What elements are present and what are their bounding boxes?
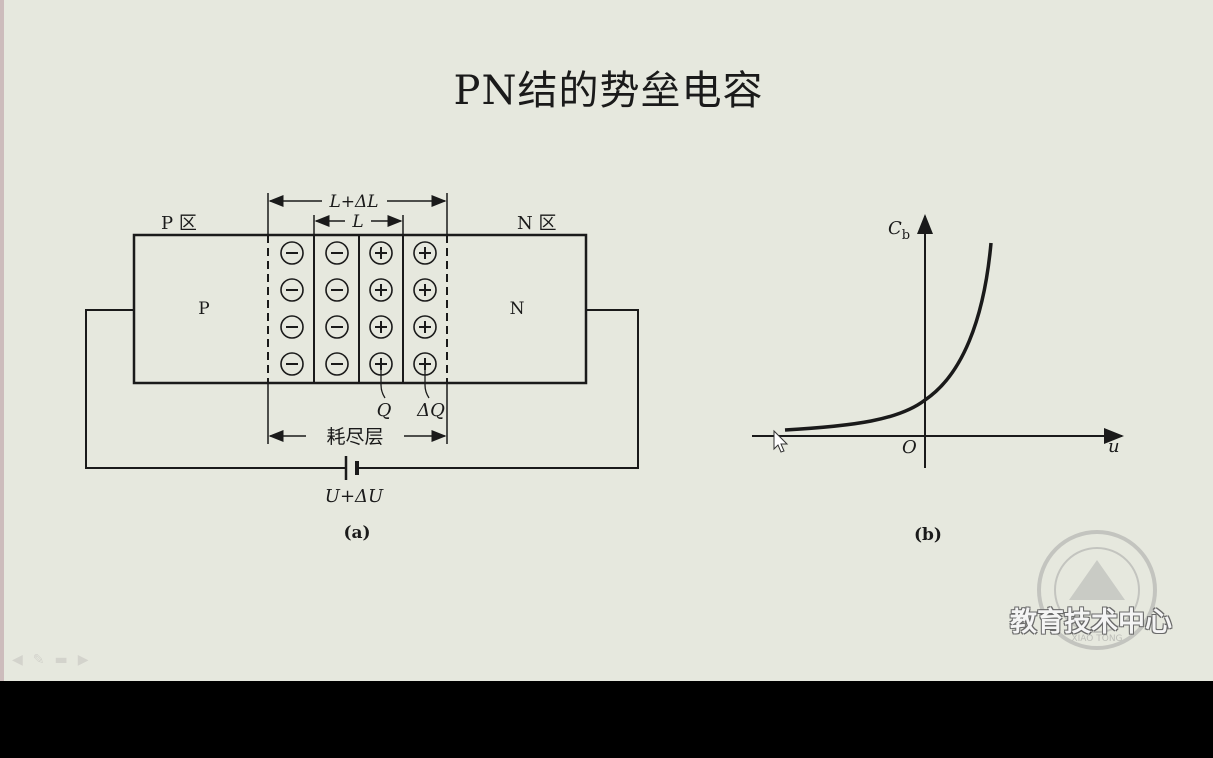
left-edge — [0, 0, 4, 681]
y-axis-label-subscript: b — [902, 228, 910, 243]
caption-b: (b) — [914, 525, 942, 545]
positive-ion-icon — [369, 278, 393, 302]
depletion-layer-label: 耗尽层 — [326, 426, 383, 448]
p-label: P — [198, 299, 209, 319]
negative-ion-icon — [280, 278, 304, 302]
arrow-right-icon[interactable]: ▶ — [77, 652, 99, 668]
negative-ion-icon — [280, 352, 304, 376]
n-region-label: N 区 — [517, 213, 556, 234]
mouse-cursor-icon — [773, 429, 789, 453]
negative-ion-icon — [280, 315, 304, 339]
positive-ion-icon — [413, 315, 437, 339]
circuit-wire-right — [357, 309, 639, 469]
ion-grid — [280, 241, 437, 376]
y-axis-label-main: C — [888, 218, 902, 239]
capacitance-curve — [784, 242, 993, 432]
x-axis-label: u — [1108, 436, 1120, 457]
p-region-label: P 区 — [161, 213, 197, 234]
positive-ion-icon — [413, 241, 437, 265]
seal-text: XIAO TONG — [1071, 634, 1122, 644]
width-inner-label: L — [351, 212, 363, 232]
arrow-left-icon[interactable]: ◀ — [12, 652, 33, 668]
negative-ion-icon — [280, 241, 304, 265]
q-label: Q — [377, 400, 392, 421]
circuit-wire-left — [85, 309, 346, 469]
y-axis-label: Cb — [888, 218, 910, 243]
figure-b: Cb u O (b) — [752, 214, 1124, 545]
university-seal-icon: XIAO TONG — [1037, 530, 1157, 650]
positive-ion-icon — [413, 278, 437, 302]
n-label: N — [510, 299, 525, 319]
menu-icon[interactable]: ▬ — [54, 652, 78, 668]
caption-a: (a) — [343, 523, 370, 543]
negative-ion-icon — [325, 315, 349, 339]
slide-nav-controls[interactable]: ◀✎▬▶ — [12, 652, 99, 668]
negative-ion-icon — [325, 241, 349, 265]
voltage-label: U+ΔU — [325, 486, 384, 507]
slide: PN结的势垒电容 — [4, 0, 1213, 681]
delta-q-label: ΔQ — [416, 400, 445, 421]
origin-label: O — [902, 437, 917, 458]
slide-title: PN结的势垒电容 — [453, 68, 764, 114]
bottom-black-bar — [0, 681, 1213, 758]
positive-ion-icon — [369, 315, 393, 339]
positive-ion-icon — [369, 241, 393, 265]
delta-q-leader-line — [424, 370, 430, 399]
width-total-label: L+ΔL — [328, 192, 378, 212]
diagram-canvas: L+ΔL L P 区 N 区 P N Q ΔQ 耗尽层 — [85, 192, 1157, 650]
figure-a: L+ΔL L P 区 N 区 P N Q ΔQ 耗尽层 — [85, 192, 639, 543]
watermark-text: 教育技术中心 — [1010, 607, 1172, 638]
q-leader-line — [380, 370, 386, 399]
negative-ion-icon — [325, 278, 349, 302]
pen-icon[interactable]: ✎ — [32, 652, 55, 668]
negative-ion-icon — [325, 352, 349, 376]
